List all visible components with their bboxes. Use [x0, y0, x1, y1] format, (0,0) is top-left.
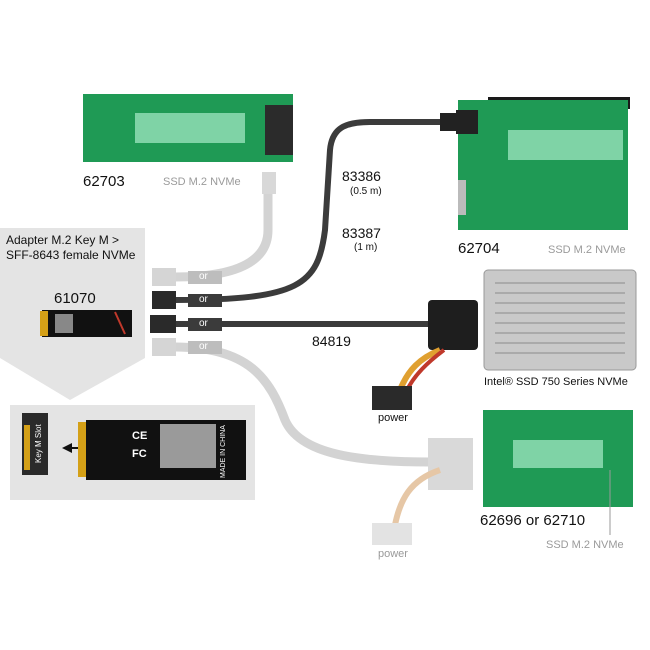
or-pill-1 — [188, 271, 222, 284]
power-wires-84819 — [397, 347, 442, 392]
plug-light-2 — [152, 338, 176, 356]
plug-dark-2 — [150, 315, 176, 333]
zoom-slot-label: Key M Slot — [34, 424, 43, 464]
intel-ssd-fins — [495, 282, 625, 354]
or-label-4: or — [199, 341, 208, 352]
label-62703: 62703 — [83, 173, 125, 190]
length-83387: (1 m) — [354, 242, 378, 253]
zoom-arrow-icon — [62, 443, 72, 453]
or-pill-2 — [188, 294, 222, 307]
plug-dark-1 — [152, 291, 176, 309]
plug-light-1 — [152, 268, 176, 286]
power-label-1: power — [378, 412, 408, 424]
or-pill-4 — [188, 341, 222, 354]
zoom-slot-pins — [24, 425, 30, 470]
length-83386: (0.5 m) — [350, 186, 382, 197]
light-connector-62696 — [428, 438, 473, 490]
sub-62703: SSD M.2 NVMe — [163, 176, 241, 188]
board-62704-m2-slot — [508, 130, 623, 160]
dark-cable-83386 — [174, 119, 450, 303]
label-61070: 61070 — [54, 290, 96, 307]
card-61070-connector — [40, 311, 48, 336]
board-62703-sata-connector — [265, 105, 293, 155]
label-intel-ssd: Intel® SSD 750 Series NVMe — [484, 376, 628, 388]
board-62704-port — [456, 110, 478, 134]
label-62696: 62696 or 62710 — [480, 512, 586, 529]
light-connector-62703 — [262, 172, 276, 194]
card-61070-port — [55, 314, 73, 333]
light-cable-bottom — [174, 342, 431, 467]
board-62704 — [458, 100, 628, 230]
light-cable-top — [174, 185, 273, 282]
or-label-1: or — [199, 271, 208, 282]
u2-connector-84819 — [428, 300, 478, 350]
sub-62704: SSD M.2 NVMe — [548, 244, 626, 256]
power-connector-84819 — [372, 386, 412, 410]
card-61070-mark — [114, 311, 126, 335]
sub-62696: SSD M.2 NVMe — [546, 539, 624, 551]
zoom-card-connector — [78, 422, 88, 477]
light-power-connector — [372, 523, 412, 545]
adapter-caption-line1: Adapter M.2 Key M > — [6, 233, 120, 247]
zoom-made-in-label: MADE IN CHINA — [220, 425, 227, 478]
label-83386: 83386 — [342, 168, 381, 184]
power-label-2: power — [378, 548, 408, 560]
label-62704: 62704 — [458, 240, 500, 257]
or-label-2: or — [199, 294, 208, 305]
board-62696-m2-slot — [513, 440, 603, 468]
zoom-ce-label: CE — [132, 430, 148, 442]
zoom-card-port — [160, 424, 216, 468]
board-62703-m2-slot — [135, 113, 245, 143]
zoom-fc-label: FC — [132, 448, 147, 460]
or-pill-3 — [188, 318, 222, 331]
adapter-caption: Adapter M.2 Key M > SFF-8643 female NVMe — [6, 233, 135, 263]
board-62704-sata — [458, 180, 466, 215]
or-label-3: or — [199, 318, 208, 329]
light-power-wires — [392, 467, 442, 526]
adapter-caption-line2: SFF-8643 female NVMe — [6, 248, 136, 262]
label-84819: 84819 — [312, 333, 351, 349]
intel-ssd-body — [483, 269, 637, 371]
label-83387: 83387 — [342, 225, 381, 241]
